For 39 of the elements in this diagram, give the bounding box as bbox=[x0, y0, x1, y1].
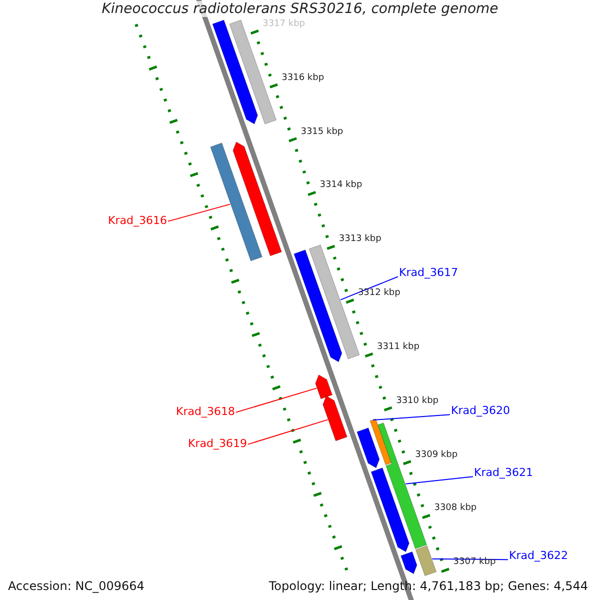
tick-label: 3309 kbp bbox=[415, 450, 458, 460]
tick-label: 3314 kbp bbox=[320, 180, 362, 191]
tick-label: 3316 kbp bbox=[282, 72, 324, 83]
genome-stats-text: Topology: linear; Length: 4,761,183 bp; Genes: 4,544 bbox=[268, 580, 588, 594]
gene-label: Krad_3620 bbox=[451, 405, 510, 418]
gene-bar bbox=[212, 20, 258, 124]
leader-line bbox=[405, 476, 474, 484]
tick-label: 3308 kbp bbox=[434, 503, 477, 514]
tick-label: 3310 kbp bbox=[396, 396, 438, 406]
leader-line bbox=[372, 414, 450, 420]
tick-label: 3311 kbp bbox=[377, 342, 420, 352]
tick-label: 3312 kbp bbox=[358, 288, 400, 298]
gene-bar bbox=[370, 418, 392, 466]
tick-label: 3315 kbp bbox=[300, 126, 344, 137]
tick-label: 3313 kbp bbox=[338, 234, 382, 245]
accession-text: Accession: NC_009664 bbox=[8, 580, 144, 594]
leader-line bbox=[247, 419, 328, 445]
gene-bar bbox=[370, 467, 410, 552]
leader-line bbox=[167, 204, 231, 222]
tick-label: 3317 kbp bbox=[262, 18, 305, 30]
gene-label: Krad_3617 bbox=[399, 267, 458, 280]
leader-line bbox=[235, 388, 318, 413]
gene-bar bbox=[400, 551, 418, 574]
gene-bar bbox=[322, 395, 348, 442]
gene-bar bbox=[294, 250, 342, 362]
gene-label: Krad_3622 bbox=[509, 550, 568, 563]
gene-bar bbox=[315, 374, 333, 400]
gene-bar bbox=[415, 545, 437, 576]
gene-bar bbox=[356, 427, 380, 468]
gene-label: Krad_3619 bbox=[188, 438, 247, 451]
gene-label: Krad_3616 bbox=[108, 215, 167, 228]
leader-line bbox=[432, 558, 508, 560]
gene-label: Krad_3621 bbox=[474, 467, 533, 480]
gene-bar bbox=[210, 142, 263, 262]
tick-label: 3307 kbp bbox=[453, 557, 496, 568]
gene-bar bbox=[308, 244, 360, 360]
leader-line bbox=[340, 276, 398, 300]
gene-bar bbox=[232, 142, 282, 256]
gene-label: Krad_3618 bbox=[176, 406, 235, 419]
